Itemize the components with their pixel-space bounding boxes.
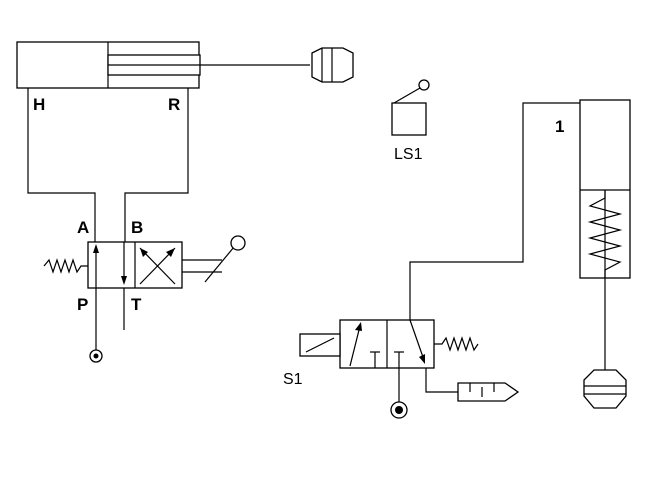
left-cylinder: [16, 41, 310, 89]
port-label-r: R: [168, 95, 180, 114]
port-label-b: B: [131, 218, 143, 237]
right-cylinder: [579, 99, 631, 370]
right-load-mass-icon: [583, 369, 627, 409]
solenoid-valve-label: S1: [283, 371, 303, 388]
left-valve-supply-lines: [95, 288, 125, 350]
limit-switch-ls1: [391, 79, 430, 136]
left-cylinder-supply-lines: [27, 88, 189, 242]
port-label-t: T: [131, 295, 142, 314]
load-mass-icon: [311, 47, 354, 83]
exhaust-line: [425, 368, 458, 393]
port-label-h: H: [33, 95, 45, 114]
limit-switch-label: LS1: [394, 146, 423, 163]
silencer-icon: [457, 382, 520, 402]
solenoid-valve: [299, 319, 479, 369]
right-cylinder-supply-line: [409, 102, 580, 320]
port-label-a: A: [77, 218, 89, 237]
solenoid-pressure-source-icon: [390, 401, 408, 419]
left-directional-valve: [43, 235, 246, 289]
port-label-p: P: [77, 295, 88, 314]
pressure-source-icon: [89, 349, 103, 363]
right-cylinder-label: 1: [555, 117, 564, 136]
